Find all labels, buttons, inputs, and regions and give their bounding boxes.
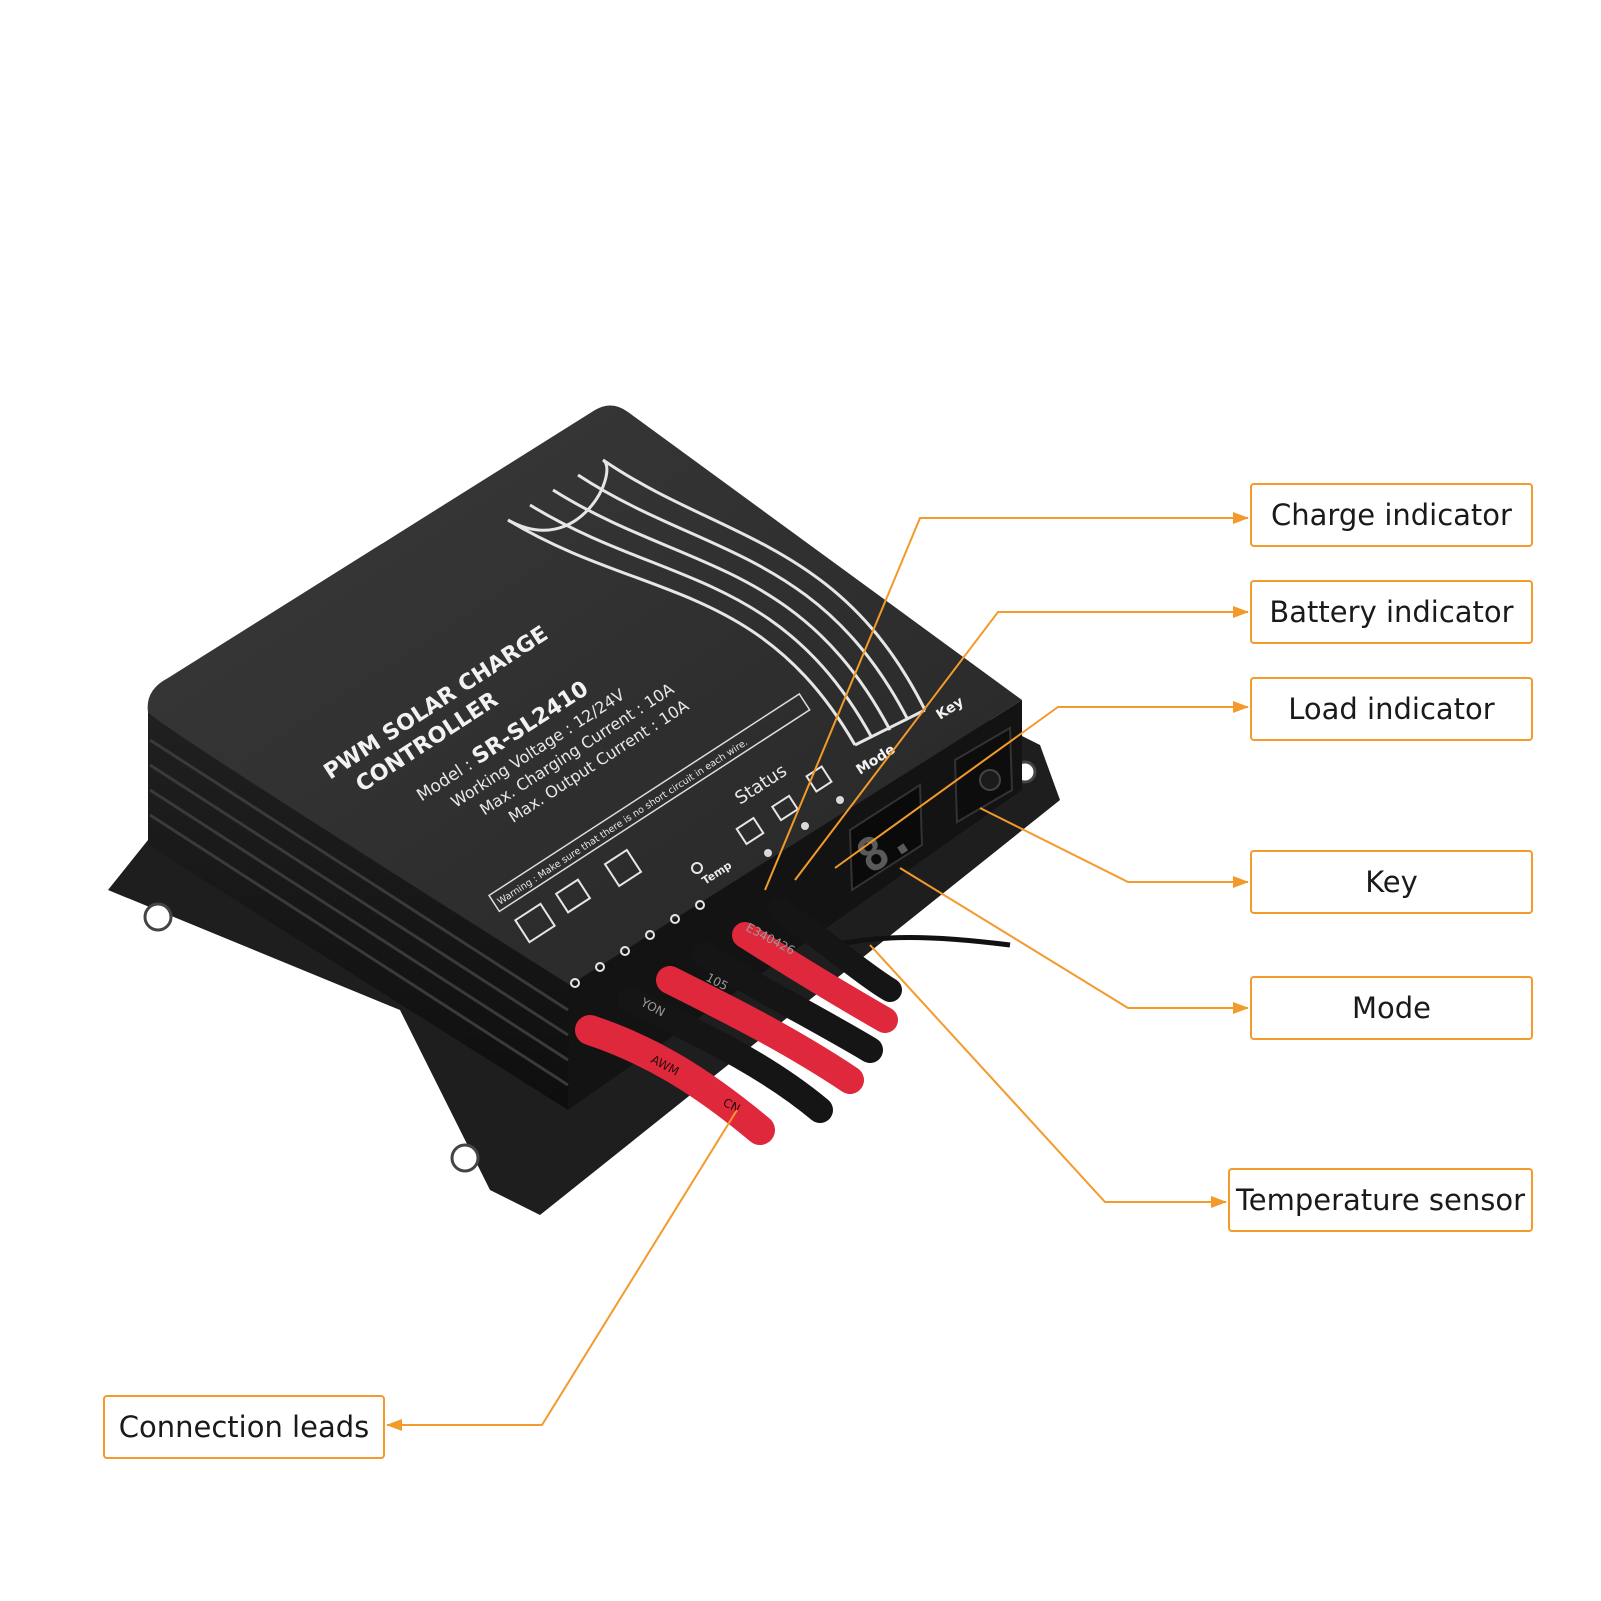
mounting-hole-left bbox=[143, 902, 173, 932]
leader-battery-indicator bbox=[794, 606, 1249, 881]
callout-key: Key bbox=[1250, 850, 1533, 914]
lamp-icon bbox=[603, 848, 643, 888]
mounting-hole-bottom bbox=[450, 1143, 480, 1173]
leader-lines bbox=[386, 512, 1249, 1431]
callout-charge-indicator: Charge indicator bbox=[1250, 483, 1533, 547]
connection-leads bbox=[575, 898, 902, 1145]
temperature-sensor-wire bbox=[834, 935, 1011, 948]
solar-panel-icon bbox=[513, 902, 557, 944]
leader-charge-indicator bbox=[764, 512, 1249, 891]
status-battery-icon bbox=[770, 794, 800, 822]
callout-temperature-sensor-label: Temperature sensor bbox=[1235, 1183, 1526, 1217]
leader-load-indicator bbox=[834, 701, 1249, 869]
callout-battery-indicator-label: Battery indicator bbox=[1269, 595, 1514, 629]
callout-connection-leads: Connection leads bbox=[103, 1395, 385, 1459]
leader-mode bbox=[899, 867, 1249, 1014]
callout-battery-indicator: Battery indicator bbox=[1250, 580, 1533, 644]
battery-led bbox=[801, 822, 809, 830]
callout-mode-label: Mode bbox=[1351, 991, 1431, 1025]
battery-icon bbox=[554, 878, 592, 914]
status-solar-icon bbox=[735, 816, 765, 846]
leader-key bbox=[979, 807, 1249, 888]
callout-mode: Mode bbox=[1250, 976, 1533, 1040]
decorative-wave-lines bbox=[507, 458, 927, 747]
housing-side bbox=[148, 712, 570, 1110]
leader-temperature-sensor bbox=[869, 944, 1227, 1208]
callout-key-label: Key bbox=[1365, 865, 1418, 899]
thermometer-icon bbox=[691, 862, 703, 874]
housing-top bbox=[147, 405, 1023, 985]
callout-temperature-sensor: Temperature sensor bbox=[1228, 1168, 1533, 1232]
leader-connection-leads bbox=[386, 1109, 738, 1431]
warning-box bbox=[487, 692, 811, 913]
callout-load-indicator-label: Load indicator bbox=[1288, 692, 1495, 726]
charge-led bbox=[764, 849, 772, 857]
load-led bbox=[836, 796, 844, 804]
status-leds bbox=[764, 796, 844, 857]
callout-load-indicator: Load indicator bbox=[1250, 677, 1533, 741]
callout-connection-leads-label: Connection leads bbox=[118, 1410, 370, 1444]
terminal-icons bbox=[513, 848, 705, 988]
callout-charge-indicator-label: Charge indicator bbox=[1271, 498, 1512, 532]
